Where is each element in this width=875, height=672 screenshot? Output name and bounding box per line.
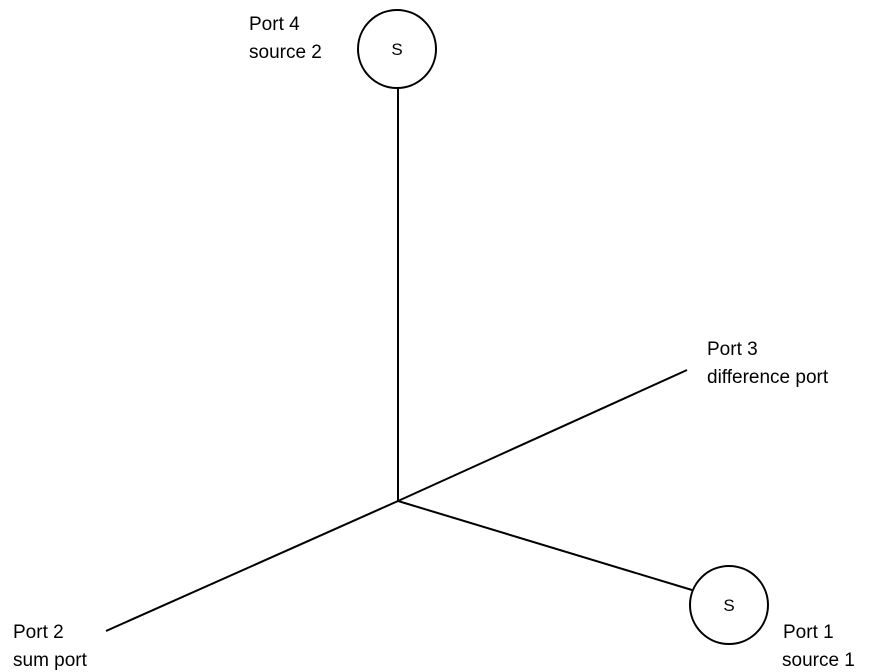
port2-name: Port 2 (13, 622, 64, 643)
port1-name: Port 1 (783, 622, 834, 643)
port3-role: difference port (707, 367, 829, 388)
source-circle-port4: S (357, 9, 437, 89)
arm-port1 (397, 500, 693, 591)
port1-role: source 1 (782, 650, 855, 671)
source-symbol-port4: S (391, 40, 402, 59)
source-symbol-port1: S (723, 596, 734, 615)
label-port1: Port 1 source 1 (782, 622, 855, 671)
source-circle-port1: S (689, 565, 769, 645)
port3-name: Port 3 (707, 339, 758, 360)
port4-name: Port 4 (249, 14, 300, 35)
label-port4: Port 4 source 2 (249, 14, 322, 63)
port4-role: source 2 (249, 42, 322, 63)
port2-role: sum port (13, 650, 88, 671)
label-port3: Port 3 difference port (707, 339, 829, 388)
arm-port3 (397, 369, 688, 502)
label-port2: Port 2 sum port (13, 622, 88, 671)
arm-port2 (105, 500, 399, 632)
